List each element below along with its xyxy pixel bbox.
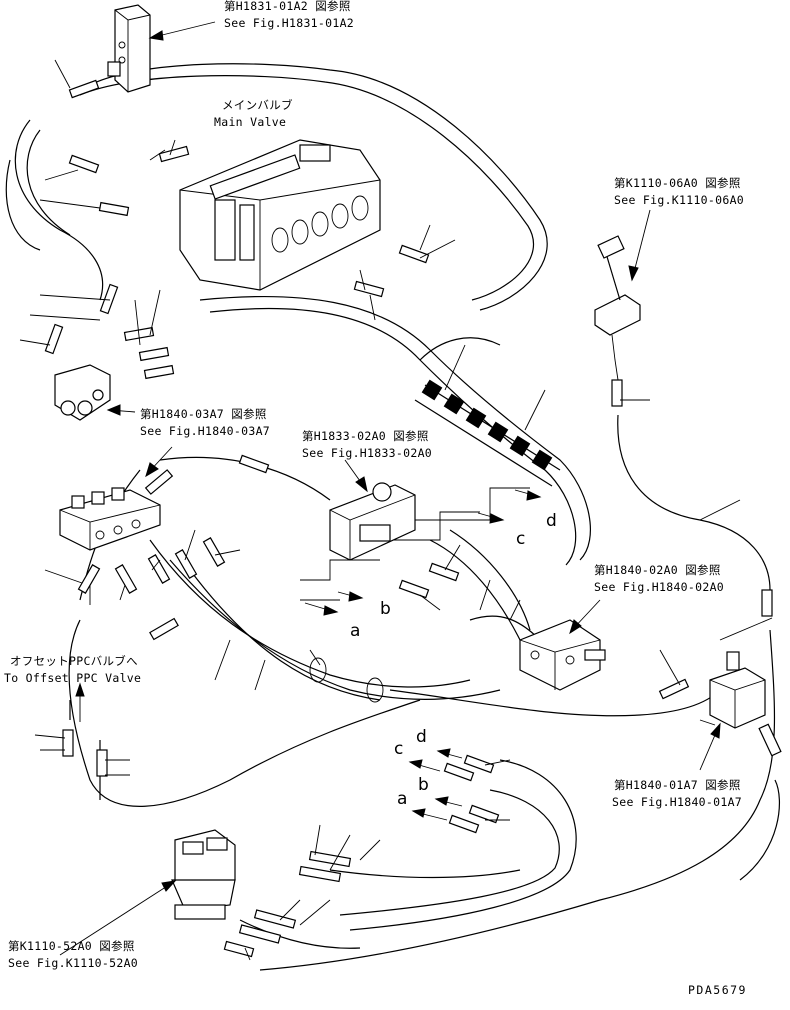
lower-right-valve-block: [699, 651, 766, 729]
reference-arrows: [59, 21, 721, 956]
ref-lever-jp: 第K1110-06A0 図参照: [614, 176, 741, 190]
control-lever: [594, 235, 641, 381]
letter-b-upper: b: [380, 599, 391, 619]
main-valve: [179, 139, 381, 291]
ref-pedal-jp: 第K1110-52A0 図参照: [8, 939, 135, 953]
left-valve-block: [54, 364, 111, 421]
ref-left-block-en: See Fig.H1840-03A7: [140, 424, 271, 438]
main-valve-en: Main Valve: [214, 115, 287, 129]
ref-center-block-jp: 第H1833-02A0 図参照: [302, 429, 429, 443]
ref-lower-right-jp: 第H1840-01A7 図参照: [614, 778, 741, 792]
drawing-code: PDA5679: [688, 983, 747, 997]
ref-lower-right-en: See Fig.H1840-01A7: [612, 795, 743, 809]
offset-ppc-en: To Offset PPC Valve: [4, 671, 142, 685]
hose-fittings: [44, 79, 782, 958]
ref-lever-en: See Fig.K1110-06A0: [614, 193, 745, 207]
ref-top-en: See Fig.H1831-01A2: [224, 16, 355, 30]
protective-sleeve: [414, 379, 561, 487]
letter-c-upper: c: [516, 529, 526, 549]
letter-c-lower: c: [394, 739, 404, 759]
right-valve-block: [519, 619, 606, 691]
ref-right-block-jp: 第H1840-02A0 図参照: [594, 563, 721, 577]
ref-left-block-jp: 第H1840-03A7 図参照: [140, 407, 267, 421]
main-valve-jp: メインバルブ: [222, 98, 293, 112]
ref-top-jp: 第H1831-01A2 図参照: [224, 0, 351, 13]
letter-b-lower: b: [418, 775, 429, 795]
ref-right-block-en: See Fig.H1840-02A0: [594, 580, 725, 594]
ref-center-block-en: See Fig.H1833-02A0: [302, 446, 433, 460]
pedal-valve: [171, 829, 236, 920]
letter-a-upper: a: [350, 621, 361, 641]
left-manifold: [59, 487, 161, 551]
offset-ppc-jp: オフセットPPCバルブへ: [10, 654, 138, 668]
top-valve-block: [107, 4, 151, 93]
ref-pedal-en: See Fig.K1110-52A0: [8, 956, 139, 970]
letter-d-upper: d: [546, 511, 557, 531]
center-valve-block: [329, 482, 416, 561]
letter-d-lower: d: [416, 727, 427, 747]
letter-a-lower: a: [397, 789, 408, 809]
leader-lines: [19, 59, 773, 961]
